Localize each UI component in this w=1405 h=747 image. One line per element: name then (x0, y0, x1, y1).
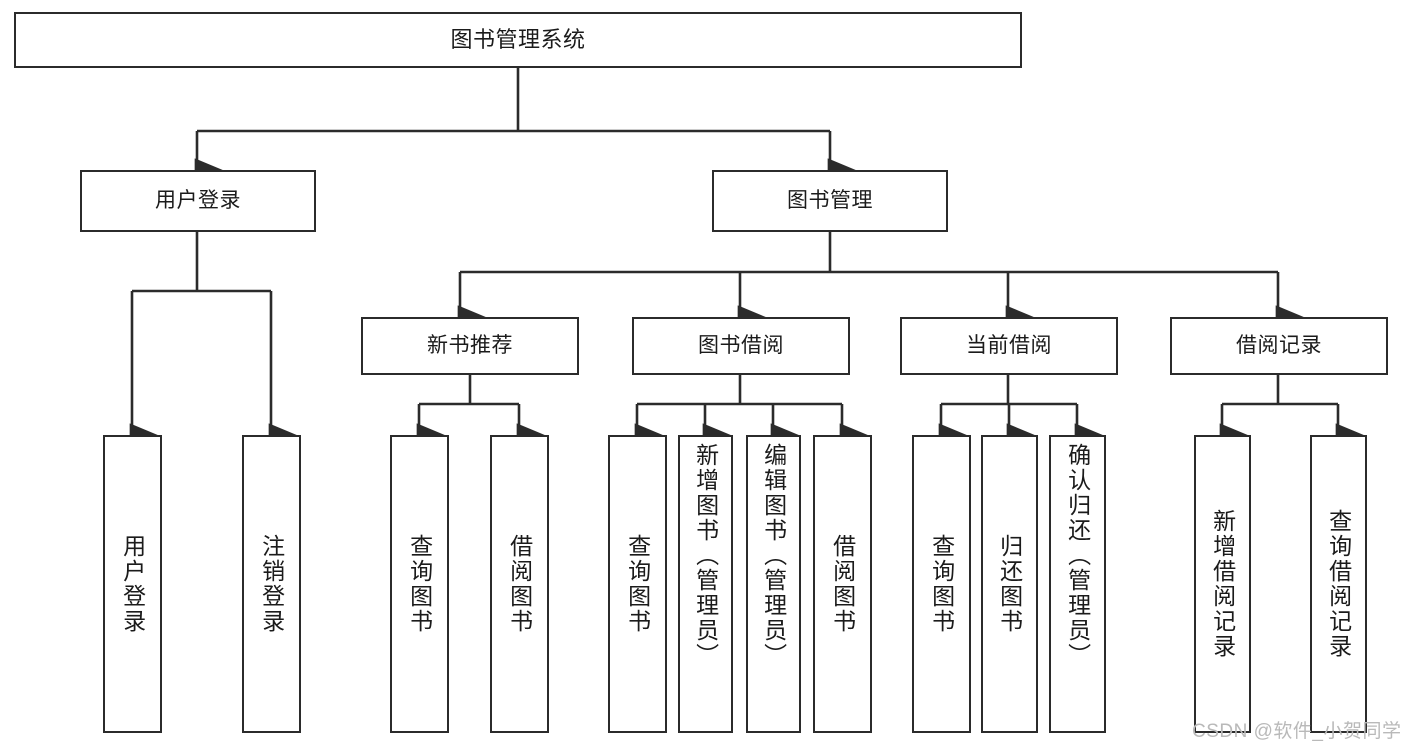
node-leaf-logout-login-label: 注销登录 (258, 534, 285, 634)
node-leaf-query-book-3-label: 查询图书 (928, 534, 955, 634)
node-leaf-add-record-label: 新增借阅记录 (1209, 509, 1236, 659)
node-book-management-label: 图书管理 (787, 188, 873, 212)
node-leaf-user-login-label: 用户登录 (119, 534, 146, 634)
node-leaf-return-book[interactable]: 归还图书 (981, 435, 1038, 733)
node-leaf-add-book[interactable]: 新增图书（管理员） (678, 435, 733, 733)
node-book-borrow-label: 图书借阅 (698, 333, 784, 357)
node-book-management[interactable]: 图书管理 (712, 170, 948, 232)
node-leaf-query-book-1[interactable]: 查询图书 (390, 435, 449, 733)
node-leaf-borrow-book-2[interactable]: 借阅图书 (813, 435, 872, 733)
node-book-borrow[interactable]: 图书借阅 (632, 317, 850, 375)
node-leaf-query-record-label: 查询借阅记录 (1325, 509, 1352, 659)
node-leaf-query-book-3[interactable]: 查询图书 (912, 435, 971, 733)
node-new-book-recommend-label: 新书推荐 (427, 333, 513, 357)
node-leaf-query-record[interactable]: 查询借阅记录 (1310, 435, 1367, 733)
node-leaf-return-book-label: 归还图书 (996, 534, 1023, 634)
node-root-system[interactable]: 图书管理系统 (14, 12, 1022, 68)
node-leaf-edit-book[interactable]: 编辑图书（管理员） (746, 435, 801, 733)
node-borrow-record-label: 借阅记录 (1236, 333, 1322, 357)
node-leaf-logout-login[interactable]: 注销登录 (242, 435, 301, 733)
node-current-borrow[interactable]: 当前借阅 (900, 317, 1118, 375)
node-leaf-query-book-2[interactable]: 查询图书 (608, 435, 667, 733)
watermark-text: CSDN @软件_小贺同学 (1192, 721, 1402, 742)
node-current-borrow-label: 当前借阅 (966, 333, 1052, 357)
node-leaf-query-book-1-label: 查询图书 (406, 534, 433, 634)
node-leaf-confirm-return[interactable]: 确认归还（管理员） (1049, 435, 1106, 733)
node-root-system-label: 图书管理系统 (450, 27, 586, 53)
node-leaf-borrow-book-2-label: 借阅图书 (829, 534, 856, 634)
node-leaf-edit-book-label: 编辑图书（管理员） (760, 443, 787, 668)
node-user-login[interactable]: 用户登录 (80, 170, 316, 232)
node-user-login-label: 用户登录 (155, 188, 241, 212)
node-leaf-add-book-label: 新增图书（管理员） (692, 443, 719, 668)
node-leaf-borrow-book-1-label: 借阅图书 (506, 534, 533, 634)
node-borrow-record[interactable]: 借阅记录 (1170, 317, 1388, 375)
node-leaf-borrow-book-1[interactable]: 借阅图书 (490, 435, 549, 733)
node-leaf-user-login[interactable]: 用户登录 (103, 435, 162, 733)
node-leaf-add-record[interactable]: 新增借阅记录 (1194, 435, 1251, 733)
node-new-book-recommend[interactable]: 新书推荐 (361, 317, 579, 375)
node-leaf-confirm-return-label: 确认归还（管理员） (1064, 443, 1091, 668)
node-leaf-query-book-2-label: 查询图书 (624, 534, 651, 634)
